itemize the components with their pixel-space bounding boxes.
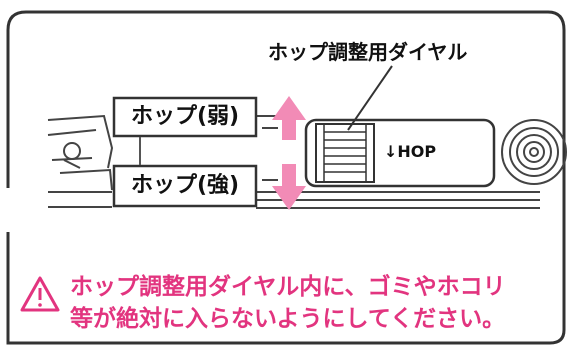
arrow-down-icon [272, 164, 306, 210]
hop-weak-box [112, 96, 258, 138]
frame-border [6, 10, 566, 345]
hop-strong-label: ホップ(強) [130, 173, 240, 198]
hop-dial [315, 123, 375, 183]
barrel-end [501, 119, 567, 185]
warning-line-2: 等が絶対に入らないようにしてください。 [70, 306, 506, 332]
warning-line-1: ホップ調整用ダイヤル内に、ゴミやホコリ [70, 274, 506, 300]
hop-strong-box [112, 164, 258, 208]
callout-leader [347, 65, 393, 131]
dial-callout-label: ホップ調整用ダイヤル [268, 40, 468, 64]
gun-outline [47, 114, 540, 209]
hop-marking: ↓HOP [384, 142, 437, 161]
hop-weak-label: ホップ(弱) [130, 104, 240, 129]
warning-icon [20, 276, 60, 312]
arrow-up-icon [272, 96, 306, 140]
